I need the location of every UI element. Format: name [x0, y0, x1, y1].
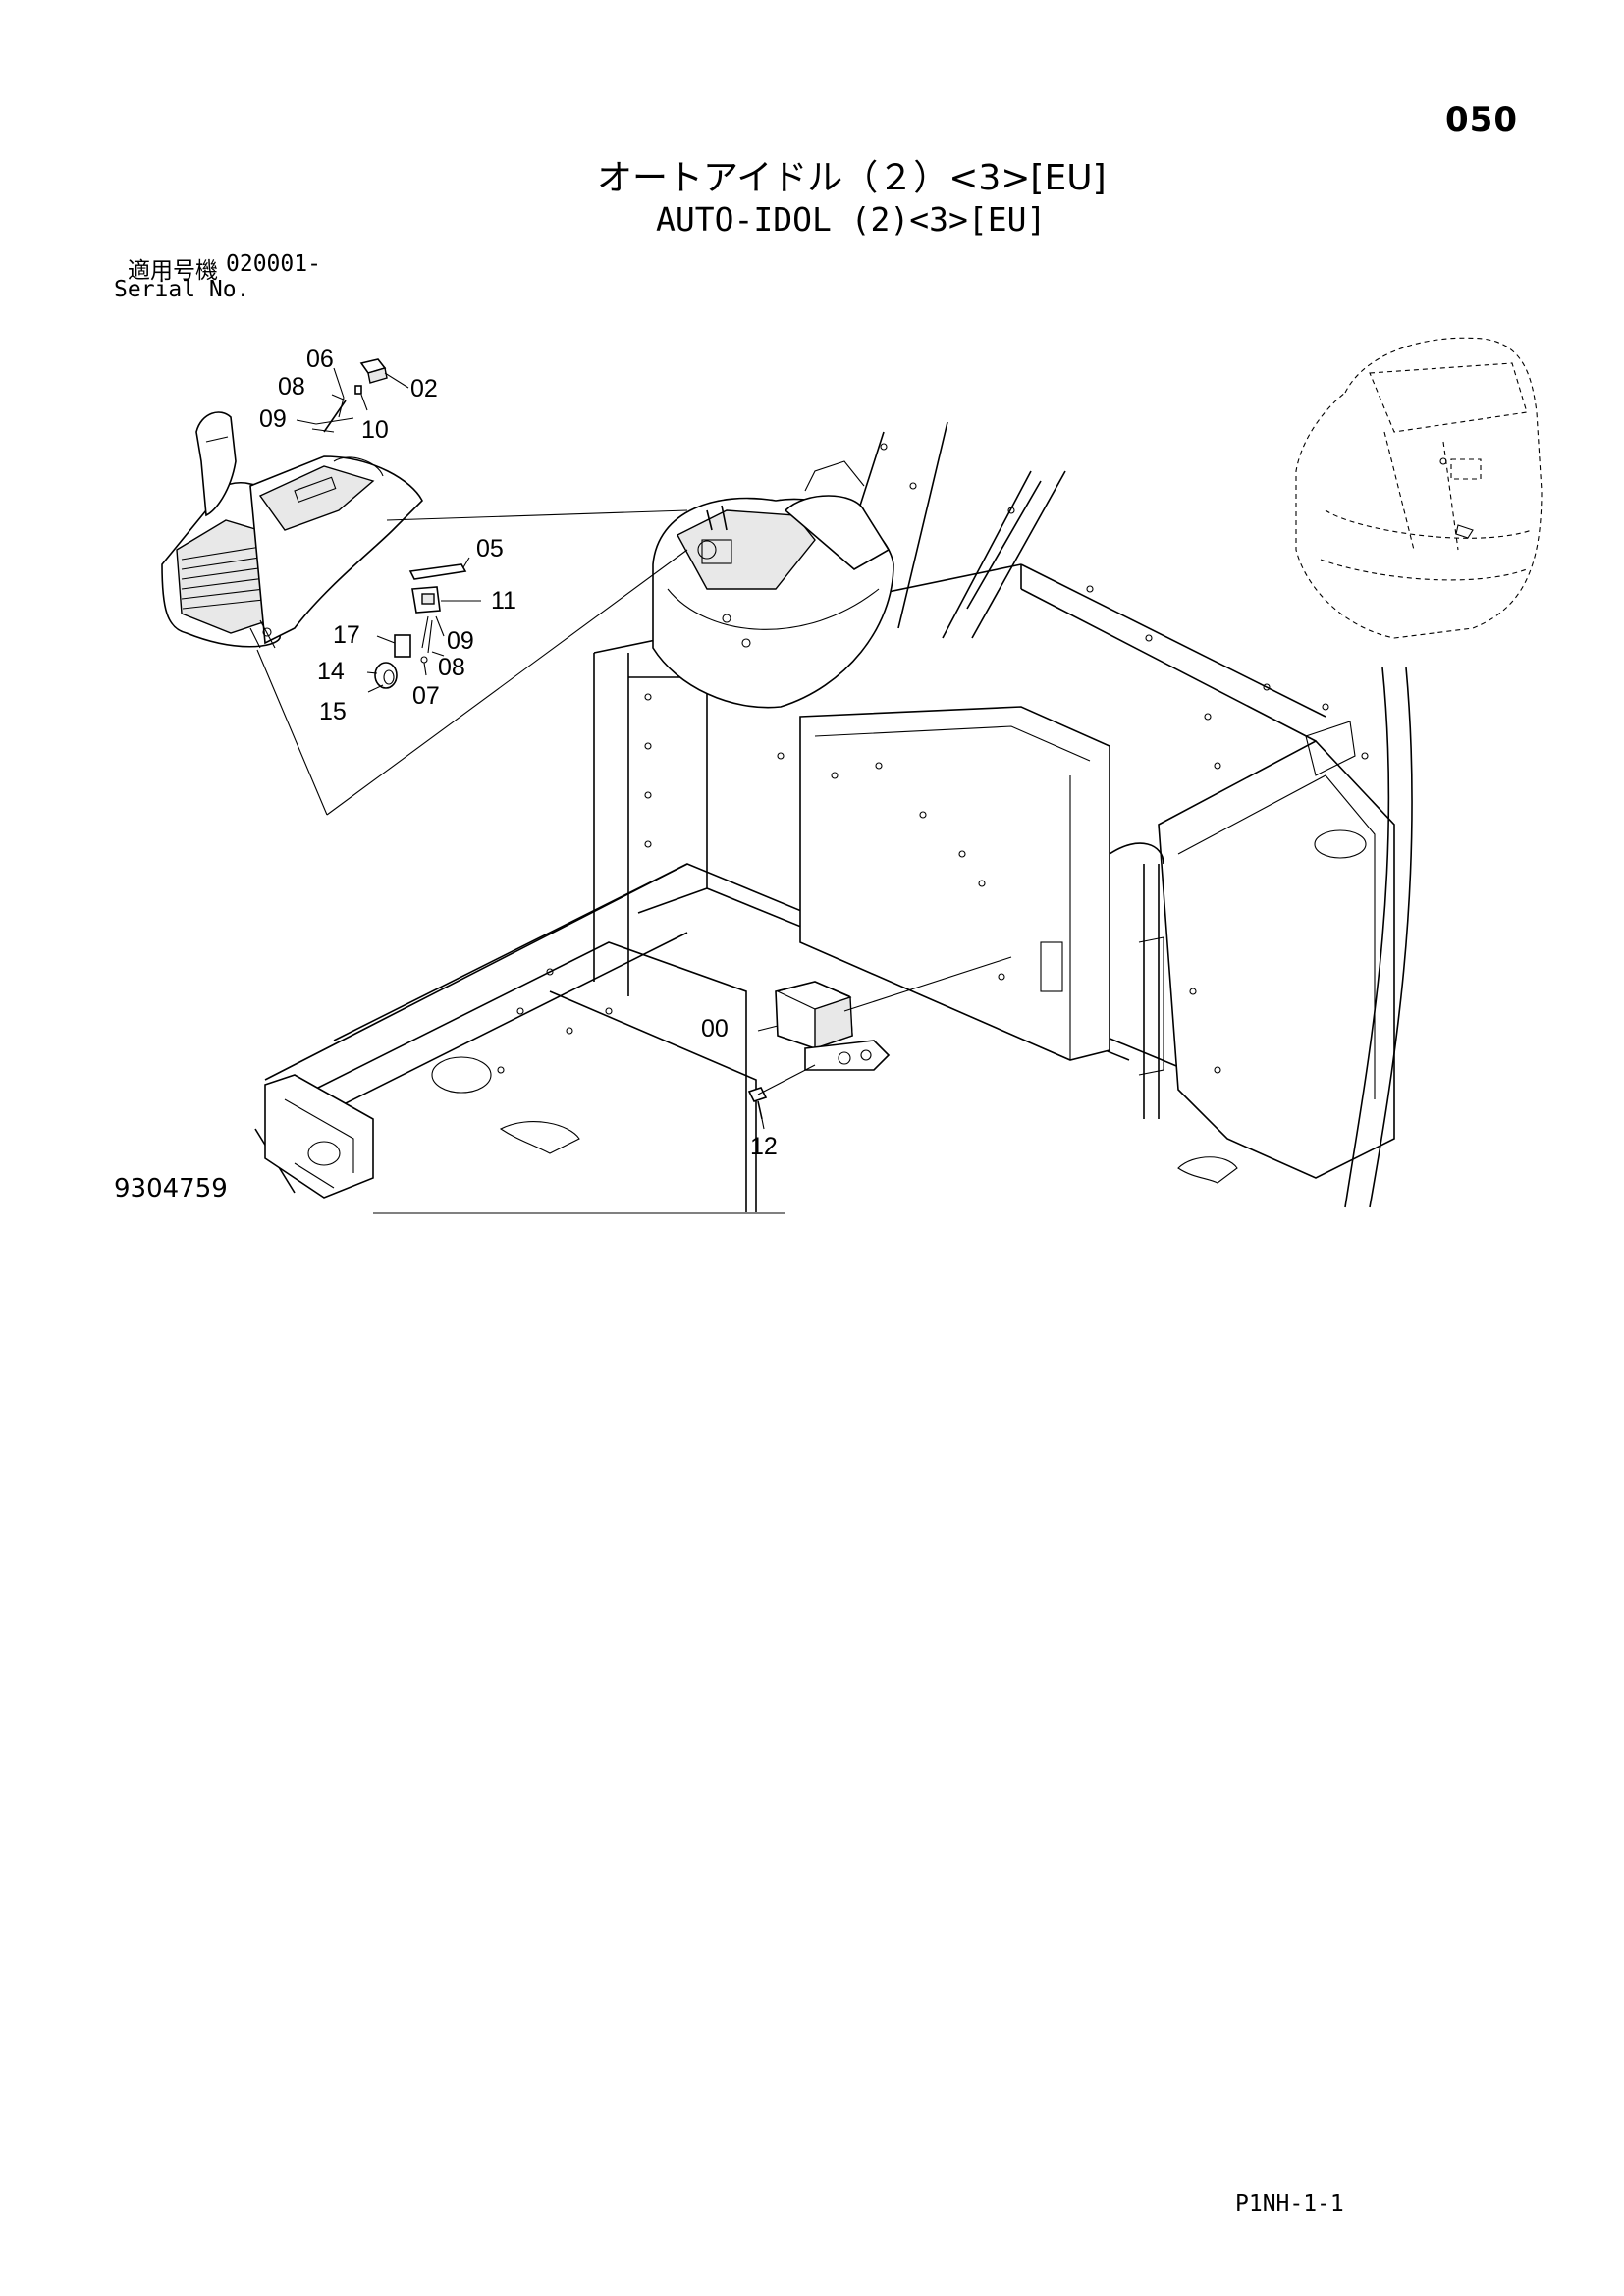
- leader-lines: [296, 367, 779, 1130]
- part-label-05: 05: [476, 535, 504, 562]
- serial-number-value: 020001-: [226, 251, 321, 277]
- auto-idle-controller-drawing: [747, 956, 1012, 1120]
- part-label-09-lower: 09: [447, 627, 474, 655]
- control-console-drawing: [652, 460, 894, 709]
- page-number: 050: [1445, 100, 1518, 139]
- part-label-17: 17: [333, 621, 360, 649]
- parts-diagram: 06 02 08 10 09 05 11 17 09 14 08 15 07 0…: [161, 337, 1543, 1214]
- page-code: P1NH-1-1: [1235, 2191, 1344, 2216]
- serial-label-japanese: 適用号機: [128, 258, 218, 284]
- part-label-07: 07: [412, 682, 440, 710]
- part-label-09: 09: [259, 405, 287, 433]
- part-label-12: 12: [750, 1133, 778, 1160]
- page-title-english: AUTO-IDOL (2)<3>[EU]: [656, 200, 1047, 239]
- drawing-number: 9304759: [114, 1174, 228, 1203]
- part-label-14: 14: [317, 658, 345, 685]
- part-label-11: 11: [491, 587, 516, 614]
- joystick-detail-drawing: [161, 358, 688, 816]
- part-label-06: 06: [306, 346, 334, 373]
- part-label-08-lower: 08: [438, 654, 465, 681]
- part-label-08: 08: [278, 373, 305, 400]
- page-title-japanese: オートアイドル（２）<3>[EU]: [597, 158, 1107, 198]
- part-label-15: 15: [319, 698, 347, 725]
- part-label-02: 02: [410, 375, 438, 402]
- part-label-00: 00: [701, 1015, 729, 1042]
- bolt-holes: [497, 443, 1369, 1074]
- operator-seat-drawing: [1295, 337, 1543, 639]
- serial-label-english: Serial No.: [114, 277, 250, 302]
- part-label-10: 10: [361, 416, 389, 444]
- part-labels: 06 02 08 10 09 05 11 17 09 14 08 15 07 0…: [259, 346, 778, 1160]
